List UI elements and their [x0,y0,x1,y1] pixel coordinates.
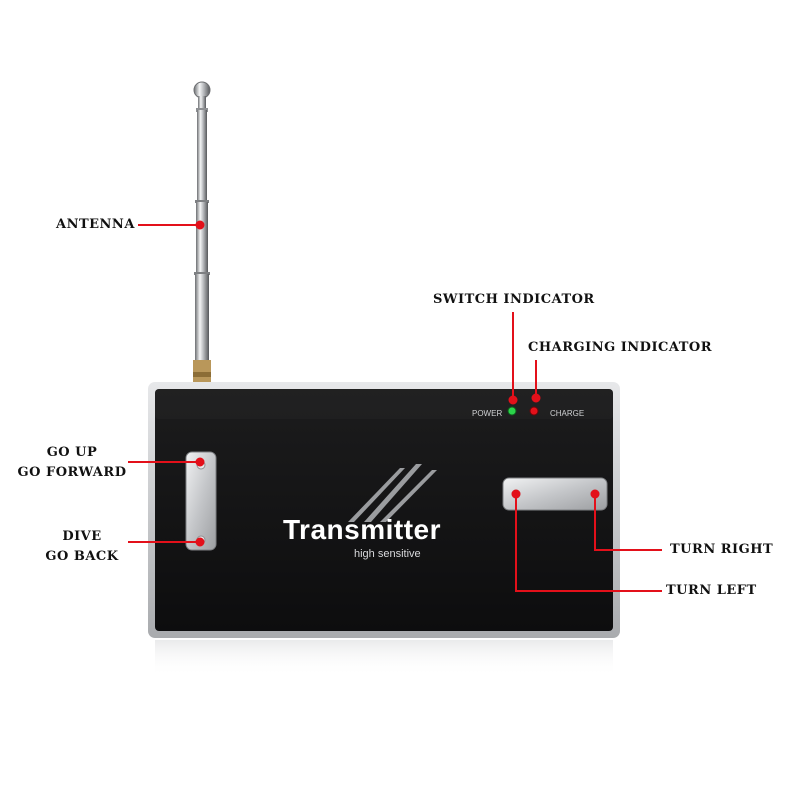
power-label: POWER [472,409,503,418]
charging-indicator-leader-dot [531,393,541,403]
go-up-label-line2: GO FORWARD [17,465,127,480]
up-down-button[interactable] [185,451,217,551]
antenna-leader-dot [195,220,205,230]
turn-right-leader-line [594,494,662,551]
power-led [507,406,517,416]
brand-subtitle: high sensitive [354,548,421,560]
antenna [193,81,211,384]
dive-label: DIVE GO BACK [38,527,126,567]
go-up-label: GO UP GO FORWARD [14,443,130,483]
transmitter-body [148,382,620,638]
go-up-label-line1: GO UP [46,445,98,460]
dive-label-line2: GO BACK [45,549,119,564]
transmitter-logo-mark [348,464,437,522]
table-reflection [155,640,613,676]
charging-indicator-label: CHARGING INDICATOR [528,340,713,355]
turn-left-label: TURN LEFT [666,583,757,598]
leader-lines [128,220,662,592]
dive-label-line1: DIVE [62,529,102,544]
turn-left-leader-dot [511,489,521,499]
turn-right-label: TURN RIGHT [670,542,774,557]
switch-indicator-leader-dot [508,395,518,405]
brand-title: Transmitter [283,514,441,545]
go-up-leader-dot [195,457,205,467]
antenna-label: ANTENNA [56,217,135,232]
turn-right-leader-dot [590,489,600,499]
charge-label: CHARGE [550,409,585,418]
switch-indicator-label: SWITCH INDICATOR [433,292,595,307]
dive-leader-dot [195,537,205,547]
charge-led [529,406,539,416]
turn-left-leader-line [515,494,662,592]
